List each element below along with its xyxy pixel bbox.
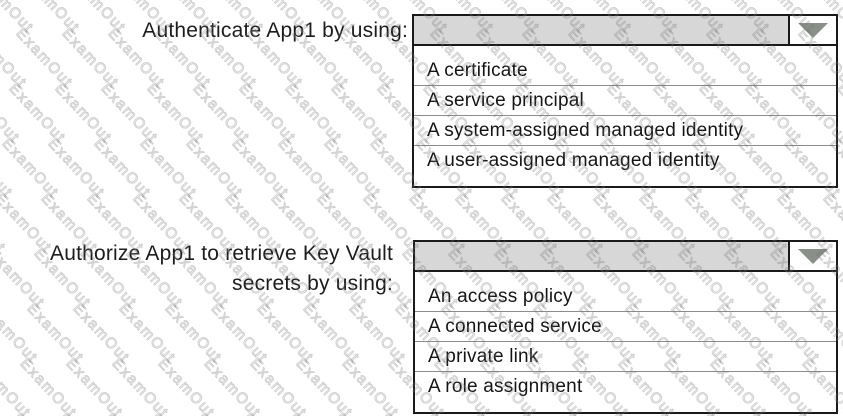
- question2-dropdown-arrow-button[interactable]: [788, 242, 836, 270]
- watermark-text: ExamOut: [189, 80, 254, 148]
- watermark-text: ExamOut: [23, 300, 88, 368]
- watermark-text: ExamOut: [51, 80, 116, 148]
- watermark-text: ExamOut: [154, 355, 219, 416]
- question2-label-line1: Authorize App1 to retrieve Key Vault: [49, 242, 393, 265]
- watermark-text: ExamOut: [0, 135, 17, 203]
- dropdown-option[interactable]: A connected service: [415, 311, 836, 341]
- watermark-text: ExamOut: [0, 410, 28, 416]
- watermark-text: ExamOut: [837, 410, 843, 416]
- watermark-text: ExamOut: [0, 355, 35, 416]
- watermark-text: ExamOut: [90, 135, 155, 203]
- dropdown-option[interactable]: A certificate: [427, 60, 528, 81]
- watermark-text: ExamOut: [246, 355, 311, 416]
- watermark-text: ExamOut: [143, 80, 208, 148]
- watermark-text: ExamOut: [69, 300, 134, 368]
- watermark-text: ExamOut: [108, 355, 173, 416]
- watermark-text: ExamOut: [147, 410, 212, 416]
- dropdown-option[interactable]: A role assignment: [415, 371, 836, 401]
- watermark-text: ExamOut: [0, 135, 63, 203]
- watermark-text: ExamOut: [0, 80, 24, 148]
- watermark-text: ExamOut: [299, 300, 364, 368]
- question2-options-list: An access policy A connected service A p…: [415, 272, 836, 412]
- watermark-text: ExamOut: [136, 135, 201, 203]
- watermark-text: ExamOut: [239, 410, 304, 416]
- dropdown-option[interactable]: A system-assigned managed identity: [414, 115, 836, 145]
- watermark-text: ExamOut: [115, 300, 180, 368]
- watermark-text: ExamOut: [5, 80, 70, 148]
- question2-label: Authorize App1 to retrieve Key Vault sec…: [0, 239, 393, 299]
- watermark-text: ExamOut: [97, 80, 162, 148]
- watermark-text: ExamOut: [292, 355, 357, 416]
- watermark-text: ExamOut: [345, 300, 410, 368]
- question1-label: Authenticate App1 by using:: [142, 19, 408, 42]
- watermark-text: ExamOut: [320, 135, 385, 203]
- question1-dropdown: A certificate A service principal A syst…: [412, 14, 838, 188]
- watermark-text: ExamOut: [235, 80, 300, 148]
- watermark-text: ExamOut: [44, 135, 109, 203]
- watermark-text: ExamOut: [55, 410, 120, 416]
- question2-selected-value[interactable]: [415, 242, 788, 270]
- watermark-text: ExamOut: [207, 300, 272, 368]
- watermark-text: ExamOut: [161, 300, 226, 368]
- question2-label-line2: secrets by using:: [232, 272, 393, 295]
- watermark-text: ExamOut: [327, 80, 392, 148]
- watermark-text: ExamOut: [200, 355, 265, 416]
- watermark-text: ExamOut: [228, 135, 293, 203]
- dropdown-option[interactable]: A private link: [415, 341, 836, 371]
- watermark-text: ExamOut: [101, 410, 166, 416]
- chevron-down-icon: [798, 248, 828, 264]
- watermark-text: ExamOut: [193, 410, 258, 416]
- question1-selected-value[interactable]: [414, 16, 788, 44]
- dropdown-option[interactable]: An access policy: [428, 286, 573, 307]
- watermark-text: ExamOut: [338, 355, 403, 416]
- question1-options-list: A certificate A service principal A syst…: [414, 46, 836, 186]
- question2-select[interactable]: [415, 242, 836, 272]
- watermark-text: ExamOut: [62, 355, 127, 416]
- watermark-text: ExamOut: [331, 410, 396, 416]
- watermark-text: ExamOut: [16, 355, 81, 416]
- dropdown-option[interactable]: A service principal: [414, 85, 836, 115]
- question1-select[interactable]: [414, 16, 836, 46]
- watermark-text: ExamOut: [281, 80, 346, 148]
- watermark-text: ExamOut: [253, 300, 318, 368]
- watermark-text: ExamOut: [9, 410, 74, 416]
- chevron-down-icon: [798, 22, 828, 38]
- watermark-text: ExamOut: [274, 135, 339, 203]
- watermark-text: ExamOut: [0, 300, 42, 368]
- watermark-text: ExamOut: [182, 135, 247, 203]
- watermark-text: ExamOut: [285, 410, 350, 416]
- question1-dropdown-arrow-button[interactable]: [788, 16, 836, 44]
- dropdown-option[interactable]: A user-assigned managed identity: [414, 145, 836, 175]
- question2-dropdown: An access policy A connected service A p…: [413, 240, 838, 414]
